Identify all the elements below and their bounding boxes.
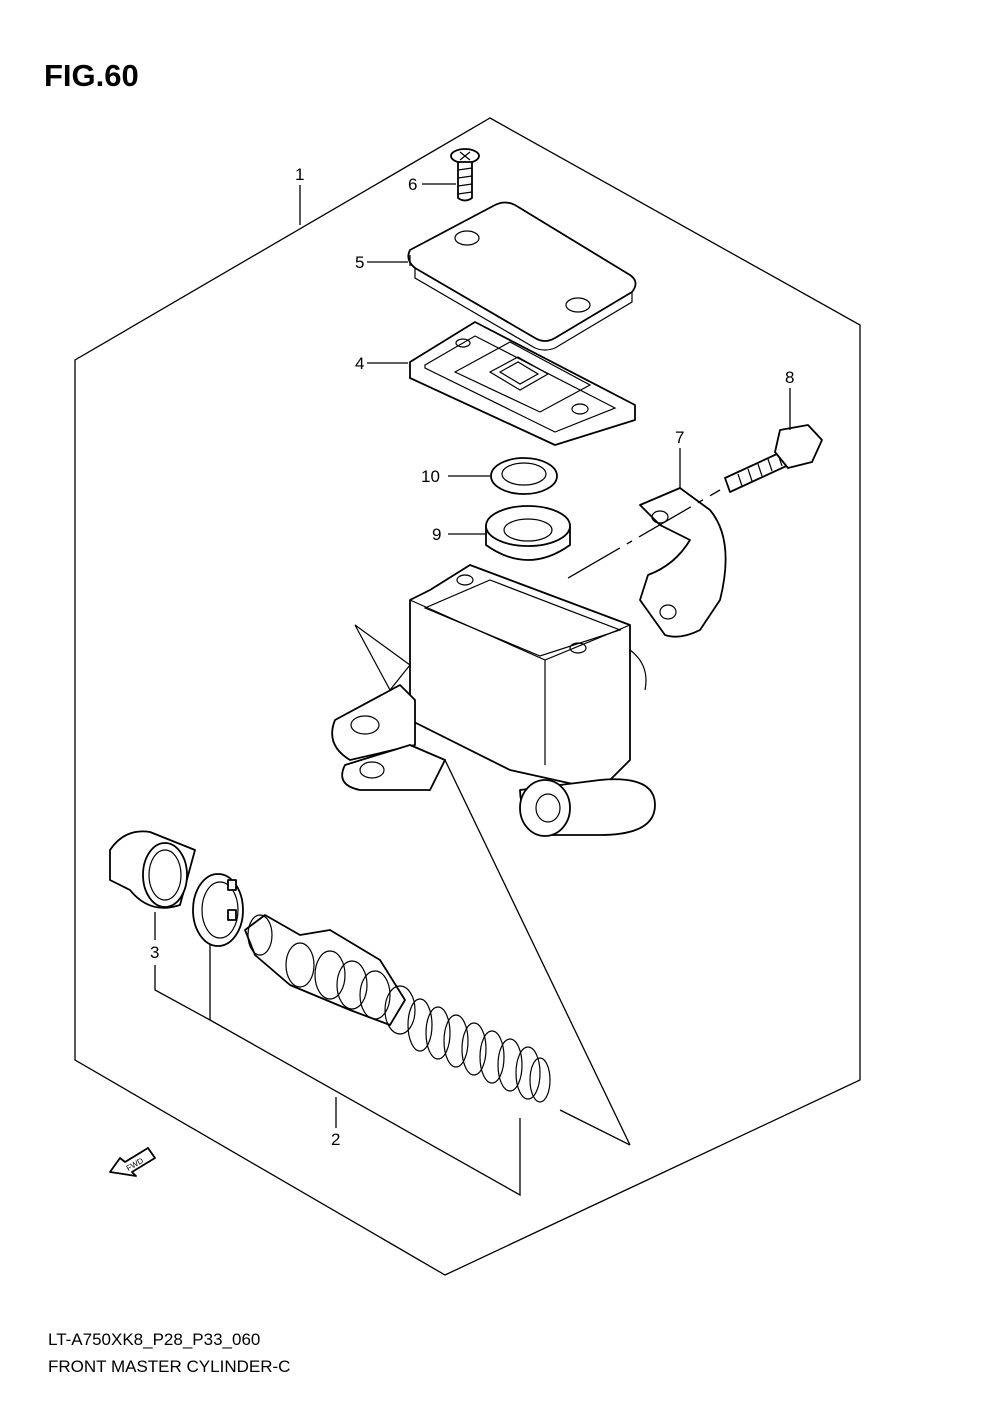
leader-triangle-upper (444, 759, 631, 1146)
clamp-part-7 (639, 487, 727, 638)
figure-title: FIG.60 (44, 58, 139, 93)
cup-part-3 (109, 830, 196, 909)
callout-5: 5 (355, 253, 364, 272)
master-cylinder-body (331, 564, 656, 837)
leader-triangle-lower (559, 1109, 631, 1146)
diaphragm-part-4 (409, 321, 636, 446)
callout-6: 6 (408, 175, 417, 194)
callout-7: 7 (675, 428, 684, 447)
model-code: LT-A750XK8_P28_P33_060 (48, 1330, 261, 1349)
bracket-2 (209, 1019, 521, 1197)
fwd-arrow-icon: FWD (109, 1147, 156, 1177)
callout-9: 9 (432, 525, 441, 544)
callout-3: 3 (150, 943, 159, 962)
section-name: FRONT MASTER CYLINDER-C (48, 1357, 291, 1376)
circlip-part (192, 873, 244, 947)
piston-part (244, 914, 416, 1035)
screw-part-6 (450, 148, 480, 202)
axis-line-7 (567, 489, 721, 579)
callout-4: 4 (355, 354, 364, 373)
cover-part-5 (407, 201, 637, 351)
assembly-frame (74, 117, 861, 1276)
callout-8: 8 (785, 368, 794, 387)
bracket-3 (154, 965, 211, 1021)
seal-part-9 (485, 505, 571, 561)
callout-2: 2 (331, 1130, 340, 1149)
spring-part (407, 998, 551, 1103)
callout-10: 10 (421, 467, 440, 486)
ring-part-10 (490, 457, 558, 495)
callout-1: 1 (295, 165, 304, 184)
bolt-part-8 (724, 424, 823, 493)
